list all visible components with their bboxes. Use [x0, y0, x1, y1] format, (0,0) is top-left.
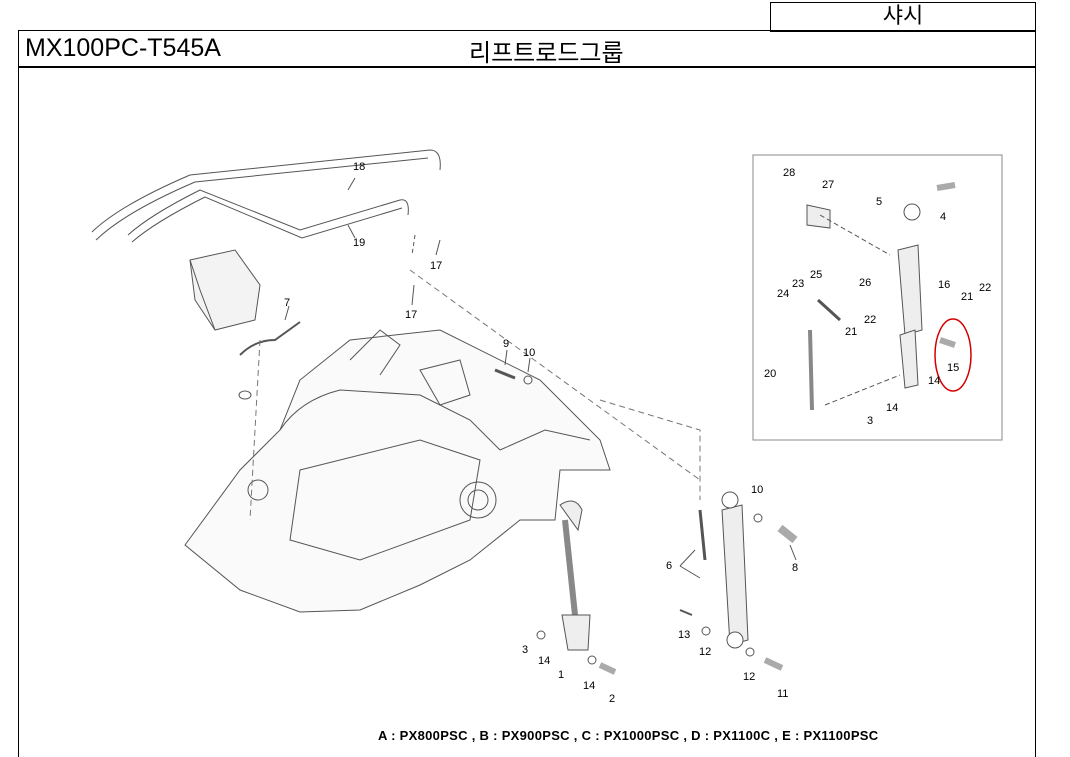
title-bar: MX100PC-T545A 리프트로드그룹 [18, 30, 1036, 68]
callout-14c: 14 [928, 375, 940, 387]
lift-housing [184, 329, 611, 613]
callout-8: 8 [792, 562, 798, 574]
pipe-19 [127, 189, 409, 236]
callout-23: 23 [792, 278, 804, 290]
section-label: 샤시 [882, 4, 924, 29]
callout-15: 15 [947, 362, 959, 374]
callout-24: 24 [777, 288, 789, 300]
callout-18: 18 [353, 161, 365, 173]
callout-6: 6 [666, 560, 672, 572]
model-number: MX100PC-T545A [25, 34, 221, 62]
highlight-ellipse [934, 318, 972, 392]
callout-16: 16 [938, 279, 950, 291]
callout-28: 28 [783, 167, 795, 179]
callout-5: 5 [876, 196, 882, 208]
callout-19: 19 [353, 237, 365, 249]
callout-20: 20 [764, 368, 776, 380]
callout-9: 9 [503, 338, 509, 350]
callout-10: 10 [523, 347, 535, 359]
callout-27: 27 [822, 179, 834, 191]
callout-25: 25 [810, 269, 822, 281]
callout-17: 17 [430, 260, 442, 272]
callout-12b: 12 [743, 671, 755, 683]
callout-13: 13 [678, 629, 690, 641]
variant-legend: A : PX800PSC , B : PX900PSC , C : PX1000… [378, 728, 879, 743]
diagram-frame [18, 66, 1036, 757]
callout-14d: 14 [886, 402, 898, 414]
callout-3b: 3 [867, 415, 873, 427]
lift-cylinder [721, 504, 749, 646]
callout-26: 26 [859, 277, 871, 289]
callout-21: 21 [961, 291, 973, 303]
callout-3: 3 [522, 644, 528, 656]
callout-10b: 10 [751, 484, 763, 496]
callout-17b: 17 [405, 309, 417, 321]
pipe-18 [91, 149, 441, 233]
callout-14: 14 [538, 655, 550, 667]
callout-labels: 1 2 3 3 4 5 6 7 8 9 10 10 11 12 12 13 14… [284, 161, 991, 705]
callout-4: 4 [940, 211, 946, 223]
callout-12: 12 [699, 646, 711, 658]
group-title: 리프트로드그룹 [469, 39, 624, 67]
section-label-box: 샤시 [770, 2, 1036, 32]
callout-7: 7 [284, 297, 290, 309]
callout-22: 22 [979, 282, 991, 294]
inset-frame [752, 154, 1003, 441]
callout-22b: 22 [864, 314, 876, 326]
callout-21b: 21 [845, 326, 857, 338]
callout-14b: 14 [583, 680, 595, 692]
callout-2: 2 [609, 693, 615, 705]
callout-1: 1 [558, 669, 564, 681]
callout-11: 11 [777, 688, 788, 700]
